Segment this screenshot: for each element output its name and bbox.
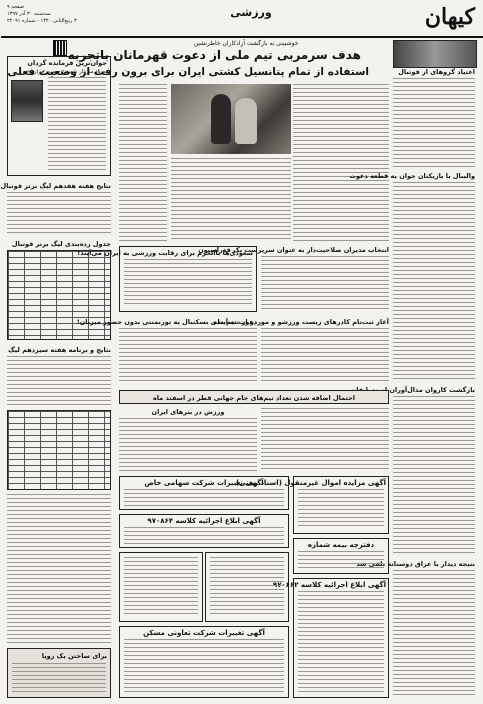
lead-body-col-1 xyxy=(293,84,389,242)
issue-date: سه‌شنبه ۳۰ آذر ۱۳۹۷ xyxy=(7,11,51,17)
ad-block-b xyxy=(205,552,289,622)
headline-saudi: سعودی‌ها باالحرم برای رقابت ورزشی به ایر… xyxy=(77,249,253,257)
right-body-1 xyxy=(393,78,475,168)
ad-execution-1-title: آگهی ابلاغ اجرائیه کلاسه ۹۷۰۸۶۴ xyxy=(147,517,261,525)
second-standings-table xyxy=(7,410,111,490)
left-box-subtitle: به یاد سردار شهید «حسین خرازی» xyxy=(26,69,107,75)
ad-mortgage: آگهی مزایده اموال غیرمنقول (اسناد رهنی) xyxy=(235,476,389,534)
ad-housing-coop: آگهی تغییرات شرکت تعاونی مسکن xyxy=(119,626,289,698)
lead-kicker: خوشبینی به بازگشت آزادکاران خاطرنشین xyxy=(193,40,299,47)
ad-insurance: دفترچه بیمه شماره xyxy=(293,538,389,574)
ad-execution-1-body xyxy=(124,527,284,545)
martyr-portrait xyxy=(11,80,43,122)
body-basketball xyxy=(119,328,257,384)
right-box-emblem xyxy=(393,40,477,68)
standings-title: جدول رده‌بندی لیگ برتر فوتبال xyxy=(11,240,111,248)
lead-body-col-2 xyxy=(119,84,167,242)
results-body xyxy=(7,192,111,236)
headline-worldcup: احتمال اضافه شدن تعداد تیم‌های جام جهانی… xyxy=(152,394,356,402)
ad-company-1-body xyxy=(124,489,284,507)
wrestler-figure xyxy=(235,98,257,144)
right-body-2 xyxy=(393,182,475,382)
left-footer-title: برای ساختن یک رویا xyxy=(41,652,107,660)
body-worldcup-2 xyxy=(119,418,257,472)
left-footer-box: برای ساختن یک رویا xyxy=(7,648,111,698)
ad-insurance-body xyxy=(298,551,384,571)
left-footer-body xyxy=(12,663,106,693)
body-worldcup-1 xyxy=(261,408,389,472)
headline-banners: ورزش در بنرهای ایران xyxy=(151,408,225,416)
right-body-3 xyxy=(393,396,475,556)
ad-block-a xyxy=(119,552,203,622)
masthead: کیهان ورزشی صفحه ۹ سه‌شنبه ۳۰ آذر ۱۳۹۷ ۳… xyxy=(1,0,483,38)
lead-headline: هدف سرمربی تیم ملی از دعوت قهرمانان باتج… xyxy=(67,48,361,62)
ad-insurance-title: دفترچه بیمه شماره xyxy=(307,541,375,549)
headline-basketball: دعوت تیم ملی بسکتبال به تورنمنتی بدون حض… xyxy=(76,318,257,326)
right-headline-1: والیبال با بازیکنان جوان به قطعه دعوت xyxy=(349,172,475,180)
left-body-lower xyxy=(7,494,111,644)
lead-body-col-3 xyxy=(171,158,291,242)
ad-mortgage-title: آگهی مزایده اموال غیرمنقول (اسناد رهنی) xyxy=(235,479,386,487)
lead-headline-2: استفاده از تمام پتانسیل کشتی ایران برای … xyxy=(7,66,369,78)
standings-table xyxy=(7,250,111,340)
ad-execution-2-body xyxy=(298,591,384,695)
left-box-title: جوان‌ترین فرمانده گردان xyxy=(27,59,107,67)
ad-execution-1: آگهی ابلاغ اجرائیه کلاسه ۹۷۰۸۶۴ xyxy=(119,514,289,548)
ad-housing-coop-body xyxy=(124,639,284,695)
headline-federation: انتخاب مدیران صلاحیت‌دار به عنوان سرپرست… xyxy=(198,246,389,254)
worldcup-banner: احتمال اضافه شدن تعداد تیم‌های جام جهانی… xyxy=(119,390,389,404)
ad-block-a-body xyxy=(124,557,198,617)
wrestling-photo xyxy=(171,84,291,154)
left-feature-box: جوان‌ترین فرمانده گردان به یاد سردار شهی… xyxy=(7,56,111,176)
wrestler-figure xyxy=(211,94,231,144)
body-saudi xyxy=(124,259,252,307)
headline-registration: آغاز ثبت‌نام کادرهای زیست ورزشو و موردو … xyxy=(213,318,389,326)
league-schedule-title: نتایج و برنامه هفته سیزدهم لیگ xyxy=(8,346,111,354)
saudi-box: سعودی‌ها باالحرم برای رقابت ورزشی به ایر… xyxy=(77,246,257,312)
ad-company-1: آگهی تغییرات شرکت سهامی خاص xyxy=(119,476,289,510)
results-title: نتایج هفته هفدهم لیگ برتر فوتبال xyxy=(0,182,111,190)
league-schedule-body xyxy=(7,356,111,406)
qr-code xyxy=(53,40,67,56)
right-headline-2: بازگشت کاروان مدال‌آوران از مسابقات xyxy=(349,386,475,394)
ad-execution-2-title: آگهی ابلاغ اجرائیه کلاسه ۹۷۰۶۶۲ xyxy=(272,581,386,589)
ad-execution-2: آگهی ابلاغ اجرائیه کلاسه ۹۷۰۶۶۲ xyxy=(272,578,389,698)
right-box-title: اعتیاد گروهای از فوتبال xyxy=(398,68,475,76)
body-registration xyxy=(261,328,389,384)
left-box-body xyxy=(48,77,106,171)
ad-block-b-body xyxy=(210,557,284,617)
issue-meta: صفحه ۹ سه‌شنبه ۳۰ آذر ۱۳۹۷ ۳ ربیع‌الثانی… xyxy=(7,4,117,25)
page-number: صفحه ۹ xyxy=(7,4,24,10)
ad-housing-coop-title: آگهی تغییرات شرکت تعاونی مسکن xyxy=(143,629,265,637)
issue-number: ۳ ربیع‌الثانی ۱۴۴۰ - شماره ۲۲۰۹۱ xyxy=(7,18,77,24)
ad-mortgage-body xyxy=(298,489,384,529)
ad-company-1-title: آگهی تغییرات شرکت سهامی خاص xyxy=(144,479,264,487)
section-title: ورزشی xyxy=(230,6,272,19)
right-headline-3: نتیجه دیدار با عراق دوستانه تلقی شد xyxy=(356,560,475,568)
newspaper-logo: کیهان xyxy=(424,4,475,30)
body-federation xyxy=(261,256,389,312)
right-body-4 xyxy=(393,570,475,698)
